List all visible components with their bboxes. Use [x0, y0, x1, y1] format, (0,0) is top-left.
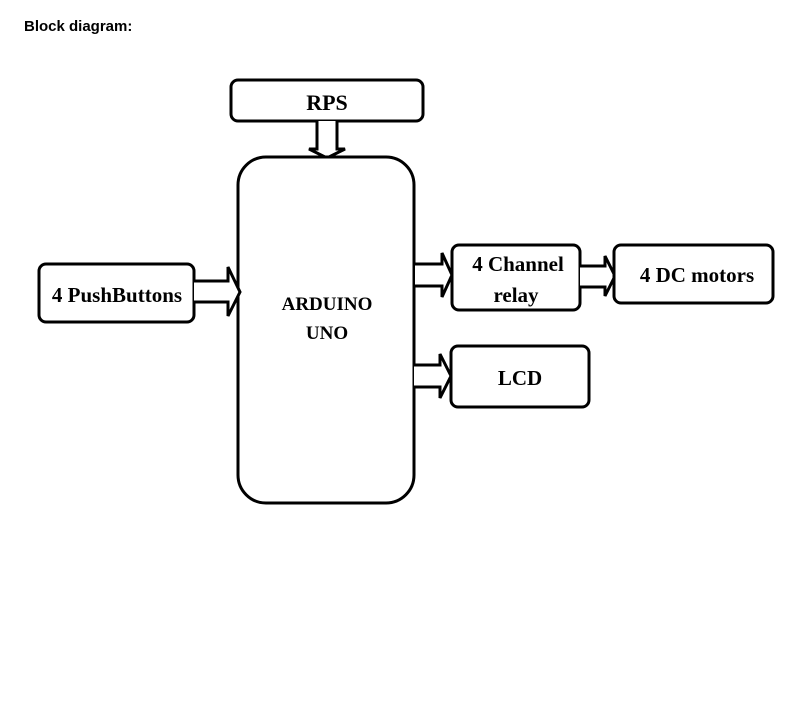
relay-to-motors-arrow — [580, 255, 617, 297]
lcd-label: LCD — [498, 366, 542, 390]
pushbuttons-label: 4 PushButtons — [52, 283, 182, 307]
rps-label: RPS — [306, 90, 348, 115]
relay-label-line2: relay — [493, 283, 539, 307]
lcd-block: LCD — [449, 344, 591, 409]
arduino-to-relay-arrow — [415, 252, 454, 298]
arduino-to-lcd-arrow — [414, 353, 453, 399]
dc-motors-block: 4 DC motors — [612, 243, 775, 305]
pushbuttons-block: 4 PushButtons — [37, 262, 196, 324]
rps-block: RPS — [229, 78, 425, 123]
rps-to-arduino-arrow — [308, 121, 346, 160]
relay-block: 4 Channel relay — [450, 243, 582, 312]
pushbuttons-to-arduino-arrow — [194, 266, 242, 317]
diagram-heading: Block diagram: — [24, 18, 133, 35]
arduino-label-line2: UNO — [306, 323, 348, 344]
relay-label-line1: 4 Channel — [472, 252, 564, 276]
arduino-label-line1: ARDUINO — [282, 294, 373, 315]
dc-motors-label: 4 DC motors — [640, 263, 754, 287]
arduino-uno-block: ARDUINO UNO — [236, 155, 416, 505]
